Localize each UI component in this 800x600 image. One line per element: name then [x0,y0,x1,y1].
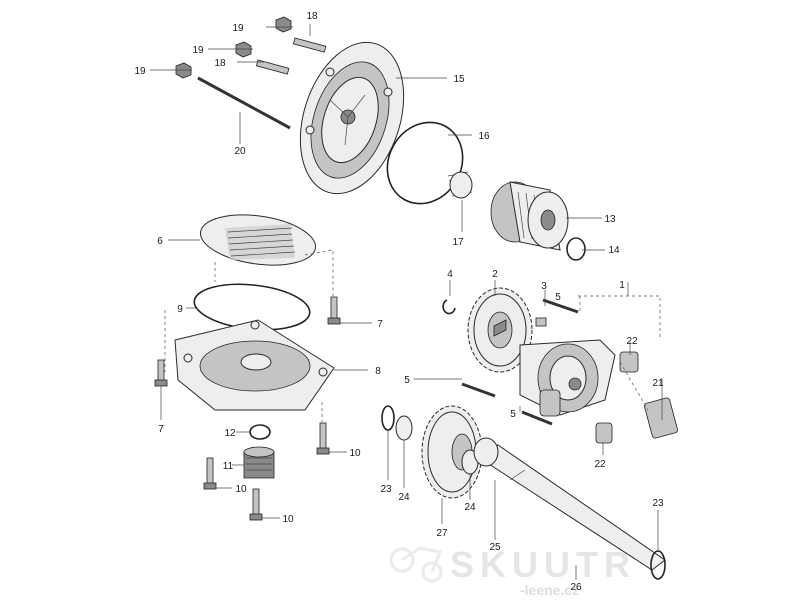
circlip-end [650,550,666,580]
callout-13: 13 [604,214,616,225]
dowel-pins [595,351,678,444]
callout-18: 18 [306,11,318,22]
callout-24: 24 [398,492,410,503]
oil-pump [519,339,616,417]
callout-23b: 23 [652,498,664,509]
oil-filter [490,181,586,261]
callout-labels: 1 2 3 4 5 6 7 8 9 10 11 12 13 14 15 16 1… [134,11,664,593]
watermark-brand: SKUUTR [450,544,636,585]
scooter-logo-icon [389,546,443,583]
callout-18b: 18 [214,58,226,69]
callout-22b: 22 [594,459,606,470]
callout-19b: 19 [192,45,204,56]
callout-10c: 10 [282,514,294,525]
callout-24b: 24 [464,502,476,513]
callout-6: 6 [157,236,163,247]
callout-16: 16 [478,131,490,142]
callout-14: 14 [608,245,620,256]
callout-3: 3 [541,281,547,292]
callout-8: 8 [375,366,381,377]
callout-5b: 5 [404,375,410,386]
callout-17: 17 [452,237,464,248]
callout-7b: 7 [158,424,164,435]
drive-gear-upper [467,287,533,373]
callout-21: 21 [652,378,664,389]
driven-gear-lower [421,405,483,499]
callout-19c: 19 [134,66,146,77]
callout-25: 25 [489,542,501,553]
leader-lines [150,24,663,580]
callout-20: 20 [234,146,246,157]
callout-12: 12 [224,428,236,439]
callout-27: 27 [436,528,448,539]
cover-plate [174,319,335,411]
studs-and-nuts [175,16,327,130]
callout-2: 2 [492,269,498,280]
callout-10: 10 [349,448,361,459]
callout-4: 4 [447,269,453,280]
callout-10b: 10 [235,484,247,495]
callout-5c: 5 [510,409,516,420]
strainer-screen [199,214,317,266]
callout-1: 1 [619,280,625,291]
callout-5: 5 [555,292,561,303]
callout-26: 26 [570,582,582,593]
callout-23: 23 [380,484,392,495]
filter-cover [299,41,405,195]
callout-15: 15 [453,74,465,85]
callout-7: 7 [377,319,383,330]
o-ring-and-spring [386,121,473,205]
callout-22: 22 [626,336,638,347]
watermark: SKUUTR -leene.cz [389,544,636,598]
circlip-upper [442,299,456,315]
callout-19: 19 [232,23,244,34]
watermark-site: -leene.cz [520,582,579,598]
bolts [154,296,341,521]
pump-bolts [461,298,579,426]
callout-11: 11 [223,461,234,472]
drain-plug [243,424,275,479]
spring-icon [447,171,473,199]
callout-9: 9 [177,304,183,315]
